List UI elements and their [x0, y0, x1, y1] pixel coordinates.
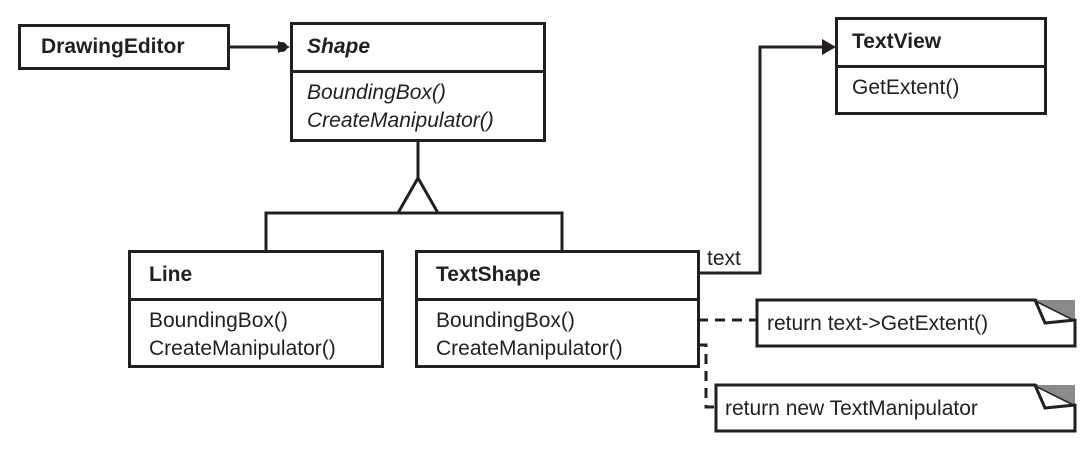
text-association-arrowhead: [822, 39, 836, 55]
class-name: Shape: [293, 25, 543, 73]
manipulator-note-link: [681, 343, 716, 409]
bounding-box-note-shape: [755, 298, 1077, 348]
class-name: TextView: [838, 20, 1044, 68]
class-name: Line: [131, 253, 381, 301]
note-fold-edge: [1033, 384, 1076, 410]
text-association-line: [700, 45, 822, 275]
operation: CreateManipulator(): [149, 337, 336, 360]
note-fold-icon: [1035, 385, 1075, 405]
operation-list: GetExtent(): [838, 68, 1044, 102]
bounding-box-note-text: return text->GetExtent(): [767, 312, 989, 335]
text-view-class: TextView GetExtent(): [835, 17, 1047, 115]
operation: BoundingBox(): [436, 309, 575, 332]
class-name: DrawingEditor: [41, 35, 185, 58]
note-fold-edge: [1033, 299, 1076, 325]
operation: BoundingBox(): [149, 309, 288, 332]
note-fold-icon: [1035, 300, 1075, 320]
operation: GetExtent(): [852, 76, 960, 99]
inheritance-triangle: [395, 174, 441, 215]
multiplicity-dot: [277, 42, 287, 52]
operation-list: BoundingBox() CreateManipulator(): [131, 301, 381, 363]
drawing-editor-class: DrawingEditor: [18, 24, 230, 70]
manipulator-note-shape: [714, 383, 1077, 433]
operation: BoundingBox(): [307, 81, 446, 104]
operation: CreateManipulator(): [307, 109, 494, 132]
operation: CreateManipulator(): [436, 337, 623, 360]
text-shape-class: TextShape BoundingBox() CreateManipulato…: [415, 250, 700, 368]
shape-class: Shape BoundingBox() CreateManipulator(): [290, 22, 546, 142]
line-class: Line BoundingBox() CreateManipulator(): [128, 250, 384, 368]
inheritance-branches: [264, 211, 564, 252]
operation-list: BoundingBox() CreateManipulator(): [293, 73, 543, 135]
manipulator-note-text: return new TextManipulator: [725, 397, 978, 420]
association-label: text: [707, 247, 741, 270]
class-name: TextShape: [418, 253, 697, 301]
operation-list: BoundingBox() CreateManipulator(): [418, 301, 697, 363]
